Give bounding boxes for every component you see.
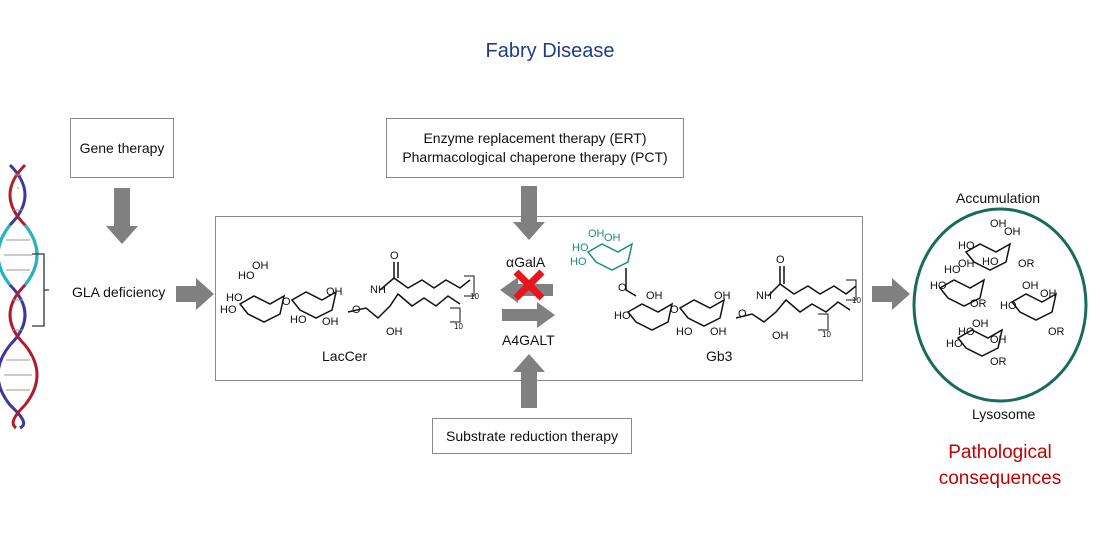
arrow-srt-up bbox=[513, 354, 545, 408]
dna-helix-icon bbox=[0, 163, 39, 430]
gb3-ho-1: HO bbox=[614, 310, 631, 322]
laccer-o-carbonyl: O bbox=[390, 250, 399, 262]
gb3-oh-3: OH bbox=[710, 326, 727, 338]
gb3-oh-t1: OH bbox=[588, 228, 605, 240]
lys-ho-4: HO bbox=[930, 280, 947, 292]
lys-ho-5: HO bbox=[1000, 300, 1017, 312]
accumulation-label: Accumulation bbox=[956, 190, 1041, 206]
laccer-oh-2: OH bbox=[326, 286, 343, 298]
lys-ho-7: HO bbox=[946, 338, 963, 350]
gb3-o-ether: O bbox=[738, 308, 747, 320]
a4galt-label: A4GALT bbox=[502, 332, 555, 348]
laccer-o-ether: O bbox=[352, 304, 361, 316]
pathological-line1: Pathological bbox=[948, 442, 1052, 463]
gb3-nh: NH bbox=[756, 290, 772, 302]
laccer-ho-3: HO bbox=[220, 304, 237, 316]
ert-pct-box: Enzyme replacement therapy (ERT) Pharmac… bbox=[386, 118, 684, 178]
arrow-to-lysosome bbox=[872, 278, 910, 310]
lys-ho-6: HO bbox=[958, 326, 975, 338]
gb3-structure bbox=[587, 243, 857, 331]
gb3-ho-t2: HO bbox=[570, 256, 587, 268]
gb3-label: Gb3 bbox=[706, 348, 733, 364]
laccer-sub10-a: 10 bbox=[470, 292, 479, 301]
ert-label: Enzyme replacement therapy (ERT) bbox=[423, 130, 647, 146]
laccer-nh: NH bbox=[370, 284, 386, 296]
laccer-ho-2: HO bbox=[226, 292, 243, 304]
lys-oh-6: OH bbox=[972, 318, 989, 330]
arrow-gla-right bbox=[176, 278, 214, 310]
lys-oh-1: OH bbox=[990, 218, 1007, 230]
gb3-sub10-a: 10 bbox=[852, 296, 861, 305]
pathological-line2: consequences bbox=[938, 468, 1062, 489]
gene-therapy-label: Gene therapy bbox=[79, 139, 165, 156]
laccer-oh-1: OH bbox=[252, 260, 269, 272]
lys-ho-3: HO bbox=[944, 264, 961, 276]
page-title: Fabry Disease bbox=[485, 40, 615, 62]
arrows bbox=[106, 186, 910, 408]
gb3-ho-t1: HO bbox=[572, 242, 589, 254]
arrow-gene-down bbox=[106, 188, 138, 244]
laccer-oh-4: OH bbox=[386, 326, 403, 338]
pathological-consequences: Pathological consequences bbox=[920, 440, 1080, 492]
gb3-oh-t2: OH bbox=[604, 232, 621, 244]
laccer-sub10-b: 10 bbox=[454, 322, 463, 331]
lys-ho-2: HO bbox=[982, 256, 999, 268]
gene-therapy-box: Gene therapy bbox=[70, 118, 174, 178]
laccer-ho-4: HO bbox=[290, 314, 307, 326]
reaction-box bbox=[215, 216, 863, 381]
arrow-a4galt-right bbox=[502, 302, 555, 328]
arrow-ert-down bbox=[513, 186, 545, 240]
gb3-oh-1: OH bbox=[646, 290, 663, 302]
lysosome-circle bbox=[912, 207, 1088, 403]
lys-or-3: OR bbox=[1048, 326, 1065, 338]
lys-oh-7: OH bbox=[990, 334, 1007, 346]
gb3-o-2: O bbox=[670, 304, 679, 316]
laccer-o-link: O bbox=[282, 296, 291, 308]
gb3-o-carbonyl: O bbox=[776, 254, 785, 266]
lys-or-2: OR bbox=[970, 298, 987, 310]
gb3-oh-4: OH bbox=[772, 330, 789, 342]
gb3-o-1: O bbox=[618, 282, 627, 294]
lys-or-4: OR bbox=[990, 356, 1007, 368]
alpha-gal-a-label: αGalA bbox=[506, 254, 546, 270]
substrate-reduction-box: Substrate reduction therapy bbox=[432, 418, 632, 454]
lys-oh-4: OH bbox=[1022, 280, 1039, 292]
lysosome-label: Lysosome bbox=[972, 406, 1036, 422]
laccer-ho-1: HO bbox=[238, 270, 255, 282]
lys-oh-2: OH bbox=[1004, 226, 1021, 238]
lys-oh-3: OH bbox=[958, 258, 975, 270]
lys-ho-1: HO bbox=[958, 240, 975, 252]
pct-label: Pharmacological chaperone therapy (PCT) bbox=[402, 149, 668, 165]
gla-deficiency-label: GLA deficiency bbox=[72, 284, 166, 300]
gene-bracket bbox=[32, 253, 49, 327]
laccer-label: LacCer bbox=[322, 348, 368, 364]
lys-or-1: OR bbox=[1018, 258, 1035, 270]
laccer-structure bbox=[239, 262, 475, 323]
gb3-ho-2: HO bbox=[676, 326, 693, 338]
laccer-oh-3: OH bbox=[322, 316, 339, 328]
gb3-sub10-b: 10 bbox=[822, 330, 831, 339]
substrate-reduction-label: Substrate reduction therapy bbox=[446, 427, 618, 444]
block-cross-icon bbox=[513, 269, 545, 301]
lys-oh-5: OH bbox=[1040, 288, 1057, 300]
gb3-oh-2: OH bbox=[714, 290, 731, 302]
